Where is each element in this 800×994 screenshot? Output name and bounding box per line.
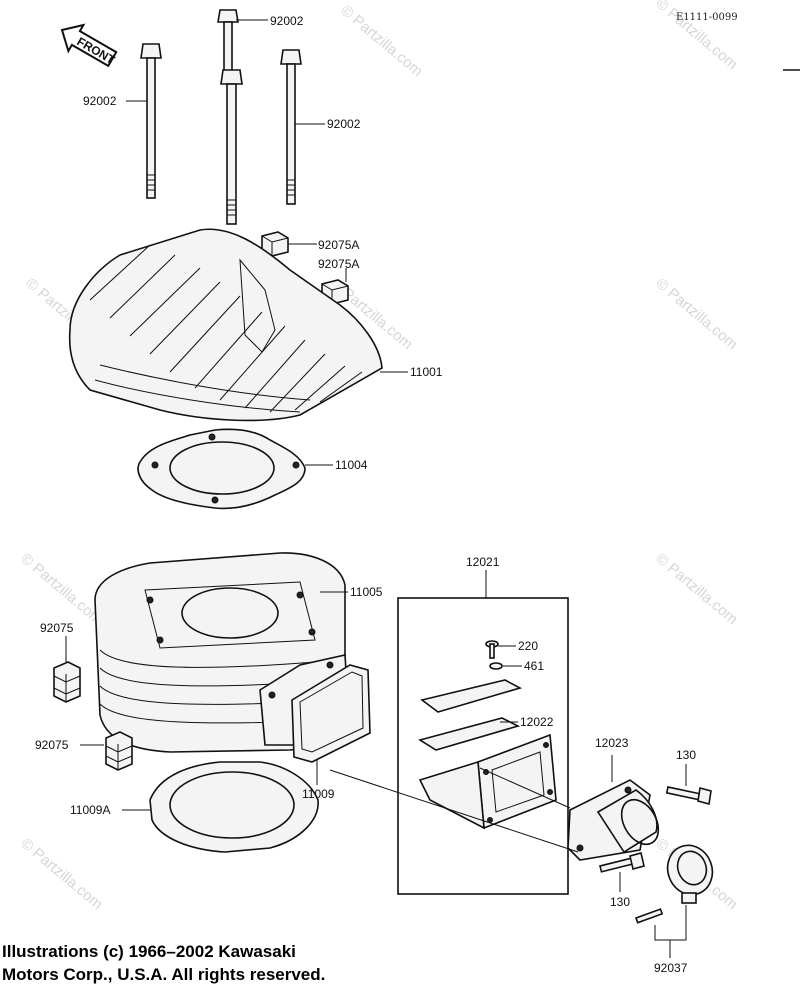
bolt-92002-right bbox=[280, 49, 302, 205]
callout-left-damper-1: 92075 bbox=[40, 621, 74, 635]
watermark: © Partzilla.com bbox=[337, 2, 425, 80]
watermark: © Partzilla.com bbox=[652, 550, 740, 628]
diagram-code: E1111-0099 bbox=[676, 12, 738, 23]
reed-assy-frame bbox=[397, 597, 569, 895]
callout-manifold-bolt-1: 130 bbox=[676, 748, 696, 762]
clamp-screw bbox=[634, 908, 664, 924]
callout-base-gasket: 11009A bbox=[70, 803, 110, 817]
watermark: © Partzilla.com bbox=[17, 550, 105, 628]
assembly-line bbox=[479, 767, 571, 809]
watermark: © Partzilla.com bbox=[652, 0, 740, 73]
callout-manifold-bolt-2: 130 bbox=[610, 895, 630, 909]
callout-damper-2: 92075A bbox=[318, 257, 359, 271]
callout-reed-gasket: 11009 bbox=[302, 787, 335, 801]
callout-head-gasket: 11004 bbox=[335, 458, 368, 472]
screw-220 bbox=[485, 640, 499, 659]
callout-reed-assy: 12021 bbox=[466, 555, 500, 569]
callout-screw: 220 bbox=[518, 639, 538, 653]
damper-92075-2 bbox=[105, 731, 133, 771]
callout-bolt-top: 92002 bbox=[270, 14, 304, 28]
callout-manifold: 12023 bbox=[595, 736, 629, 750]
head-gasket-11004 bbox=[137, 428, 306, 510]
clamp-92037 bbox=[666, 844, 714, 904]
callout-washer: 461 bbox=[524, 659, 544, 673]
callout-head: 11001 bbox=[410, 365, 443, 379]
bolt-130-upper bbox=[665, 786, 712, 806]
cylinder-head-11001 bbox=[68, 228, 383, 422]
reed-gasket-11009 bbox=[291, 664, 371, 763]
base-gasket-11009a bbox=[149, 761, 319, 853]
watermark: © Partzilla.com bbox=[17, 835, 105, 913]
watermark: © Partzilla.com bbox=[652, 275, 740, 353]
callout-bolt-left: 92002 bbox=[83, 94, 117, 108]
callout-clamp: 92037 bbox=[654, 961, 688, 975]
bolt-130-lower bbox=[599, 852, 645, 873]
callout-damper-1: 92075A bbox=[318, 238, 359, 252]
washer-461 bbox=[489, 662, 503, 670]
bolt-92002-middle bbox=[220, 69, 243, 225]
front-arrow: FRONT bbox=[60, 23, 118, 67]
damper-92075-1 bbox=[53, 661, 81, 703]
bolt-92002-top bbox=[217, 9, 239, 78]
callout-bolt-right: 92002 bbox=[327, 117, 361, 131]
callout-reed-petal: 12022 bbox=[520, 715, 554, 729]
callout-cylinder: 11005 bbox=[350, 585, 383, 599]
reed-block bbox=[418, 733, 557, 830]
callout-left-damper-2: 92075 bbox=[35, 738, 69, 752]
assembly-line bbox=[329, 769, 579, 853]
copyright-line-1: Illustrations (c) 1966–2002 Kawasaki bbox=[2, 942, 296, 961]
manifold-12023 bbox=[567, 779, 660, 861]
bolt-92002-left bbox=[140, 43, 162, 199]
reed-petal-12022 bbox=[418, 679, 523, 751]
watermark-layer: © Partzilla.com © Partzilla.com © Partzi… bbox=[17, 0, 740, 913]
copyright-line-2: Motors Corp., U.S.A. All rights reserved… bbox=[2, 965, 325, 984]
